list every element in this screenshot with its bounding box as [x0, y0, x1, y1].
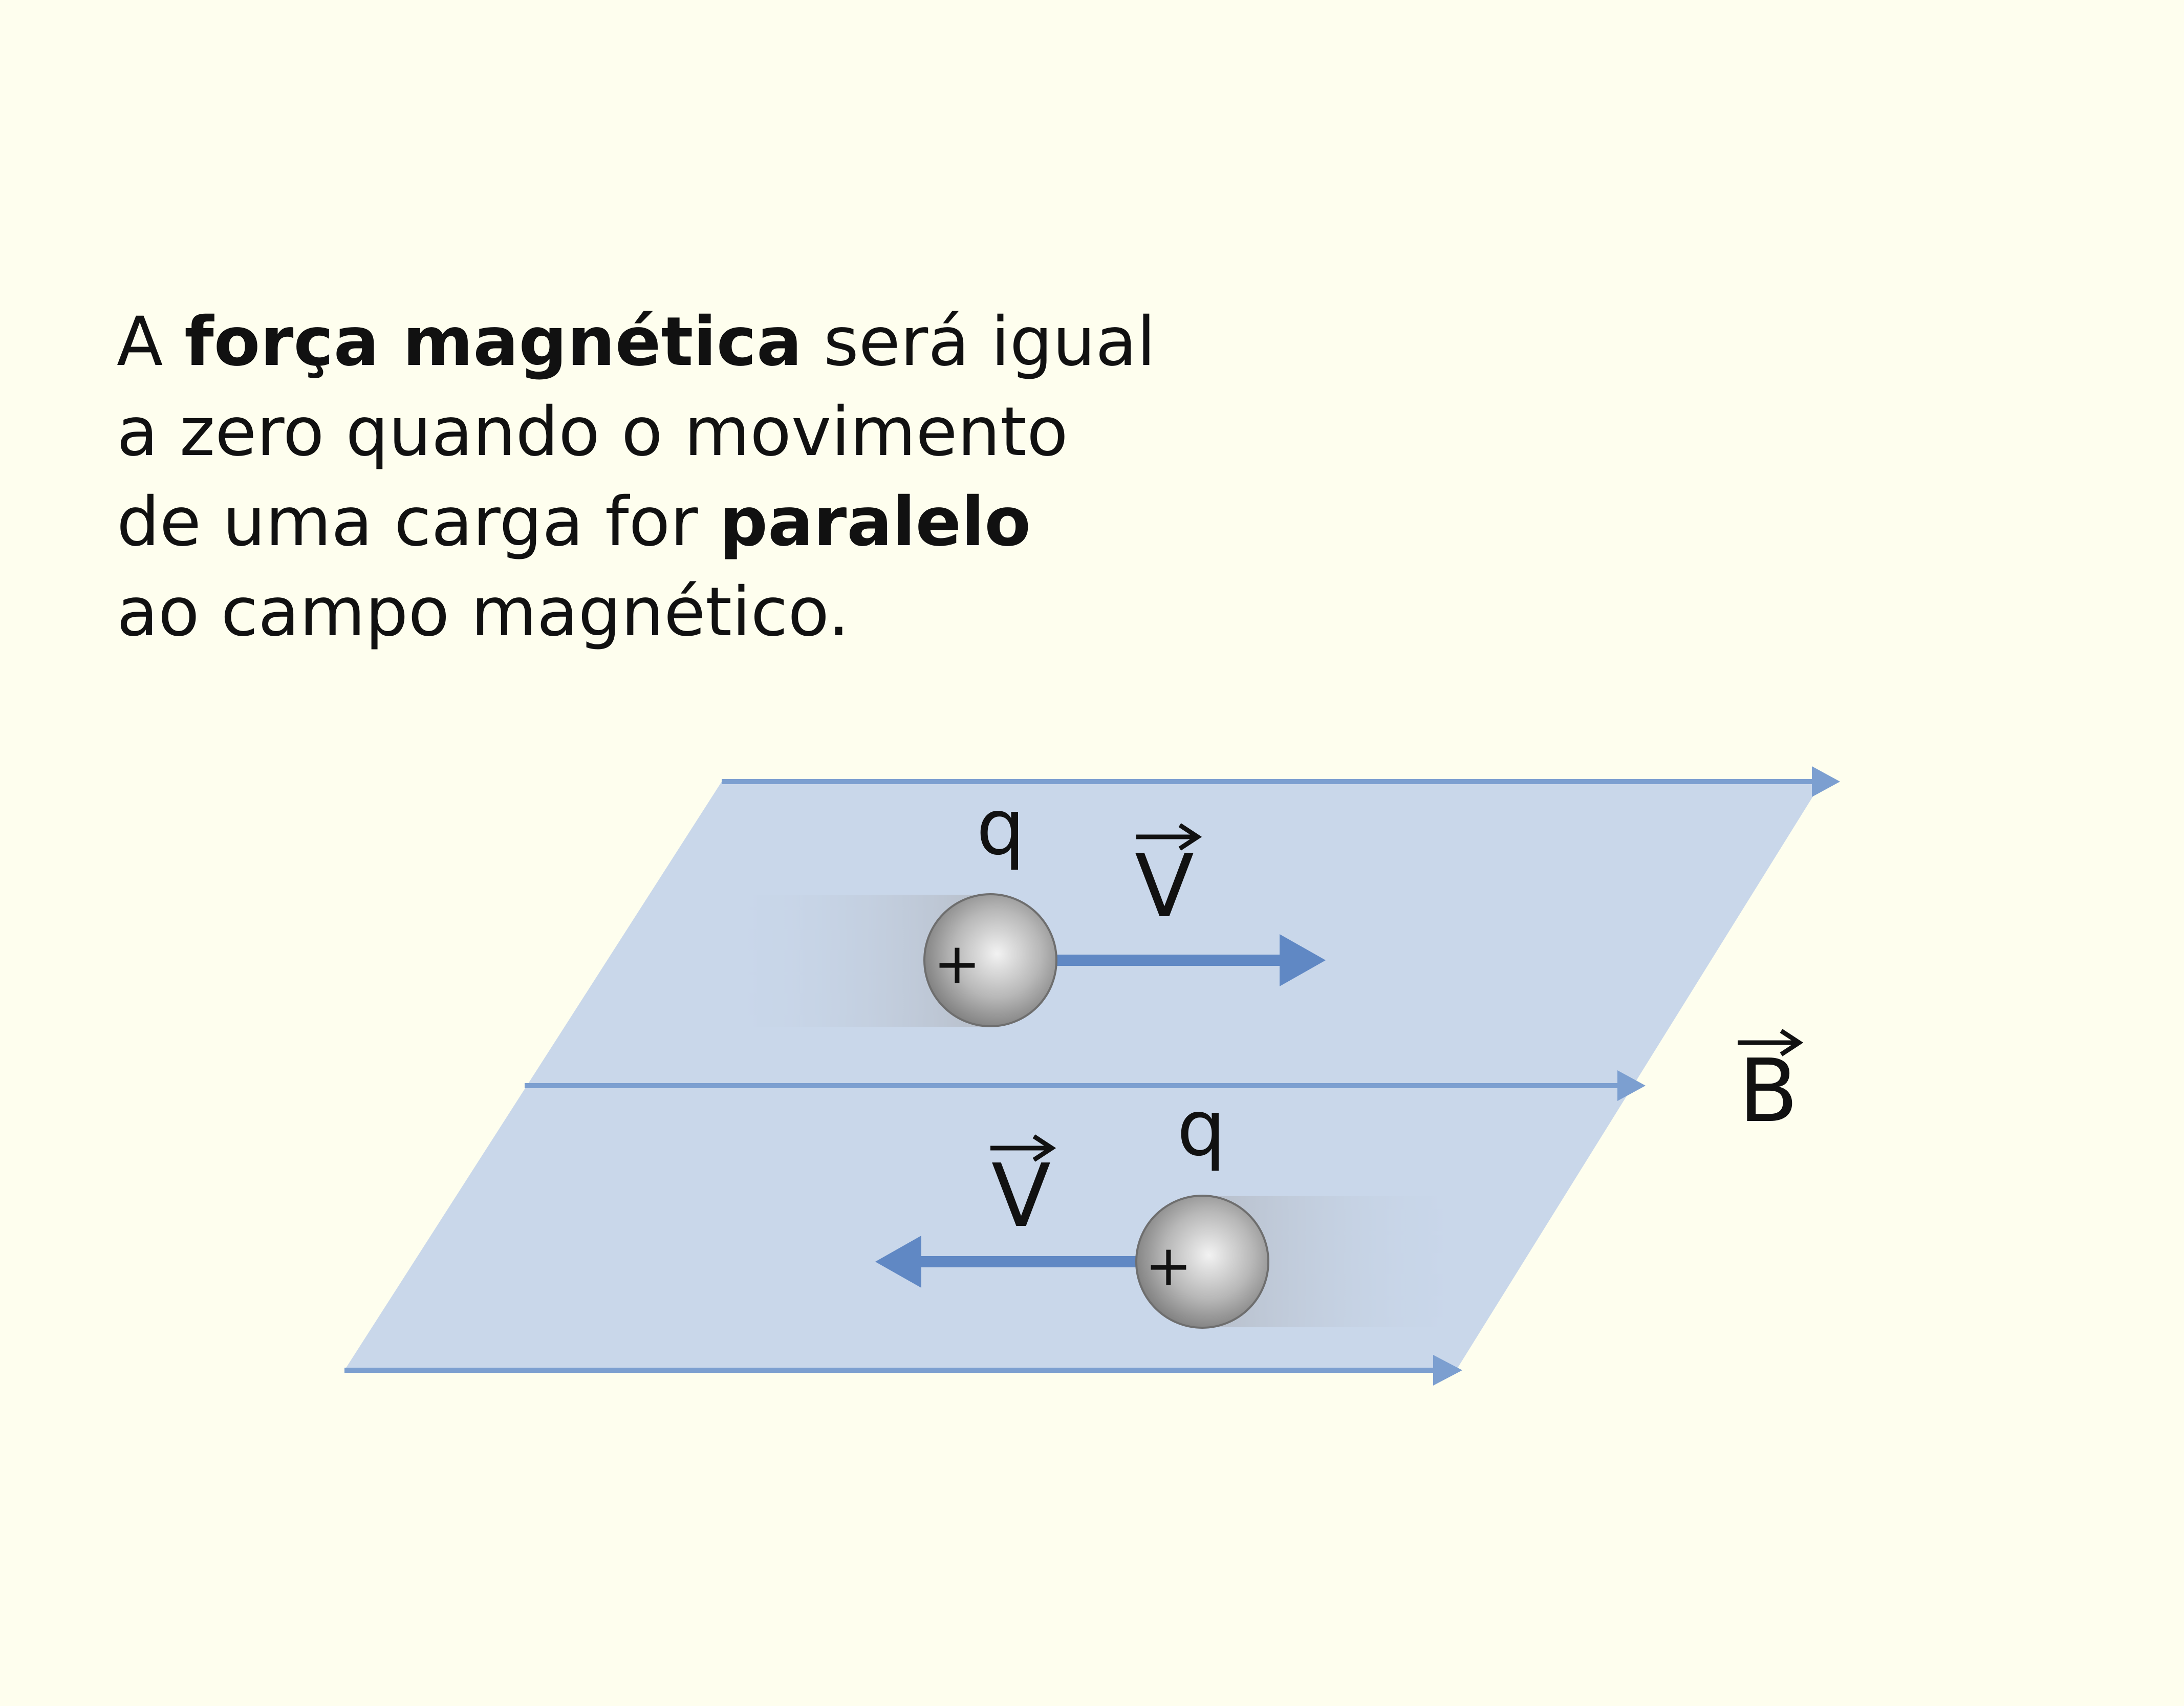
charge-label-top: q: [976, 783, 1025, 872]
caption-line-3: de uma carga for paralelo: [117, 477, 1294, 567]
field-symbol: B: [1739, 1041, 1799, 1142]
charge-sphere-top: [923, 893, 1057, 1027]
caption-bold-paralelo: paralelo: [719, 483, 1031, 562]
caption-line-1: A força magnética será igual: [117, 297, 1294, 387]
field-label: B: [1738, 1029, 1804, 1142]
velocity-arrow-left: [875, 1236, 1139, 1288]
field-line-bottom-arrowhead: [1433, 1355, 1462, 1386]
caption-line-3-pre: de uma carga for: [117, 483, 720, 562]
field-line-top: [722, 766, 1840, 797]
vector-arrow-icon: [1032, 1134, 1056, 1162]
charge-sign-top: +: [934, 931, 981, 996]
caption-line-2: a zero quando o movimento: [117, 393, 1068, 471]
caption-line-1-pre: A: [117, 303, 185, 381]
charge-sign-bottom: +: [1145, 1233, 1192, 1298]
caption-line-1-post: será igual: [802, 303, 1156, 381]
velocity-arrow-right-head: [1280, 934, 1326, 986]
field-line-middle-arrowhead: [1617, 1070, 1646, 1101]
field-plane: [344, 782, 1822, 1370]
caption-line-4: ao campo magnético.: [117, 573, 850, 652]
velocity-label-top: V: [1135, 823, 1202, 937]
field-line-top-arrowhead: [1812, 766, 1840, 797]
velocity-arrow-right: [1054, 934, 1326, 986]
velocity-arrow-left-head: [875, 1236, 921, 1288]
field-line-middle: [525, 1070, 1646, 1101]
charge-label-bottom: q: [1177, 1084, 1225, 1173]
velocity-symbol-bottom: V: [991, 1146, 1051, 1247]
vector-arrow-icon: [1780, 1029, 1804, 1056]
field-line-bottom: [344, 1355, 1462, 1386]
charge-sphere-bottom: [1135, 1195, 1269, 1329]
velocity-label-bottom: V: [990, 1134, 1056, 1247]
vector-arrow-icon: [1178, 823, 1202, 851]
caption-bold-forca-magnetica: força magnética: [184, 303, 803, 381]
caption-text: A força magnética será igual a zero quan…: [117, 297, 1294, 657]
velocity-symbol-top: V: [1135, 836, 1194, 937]
